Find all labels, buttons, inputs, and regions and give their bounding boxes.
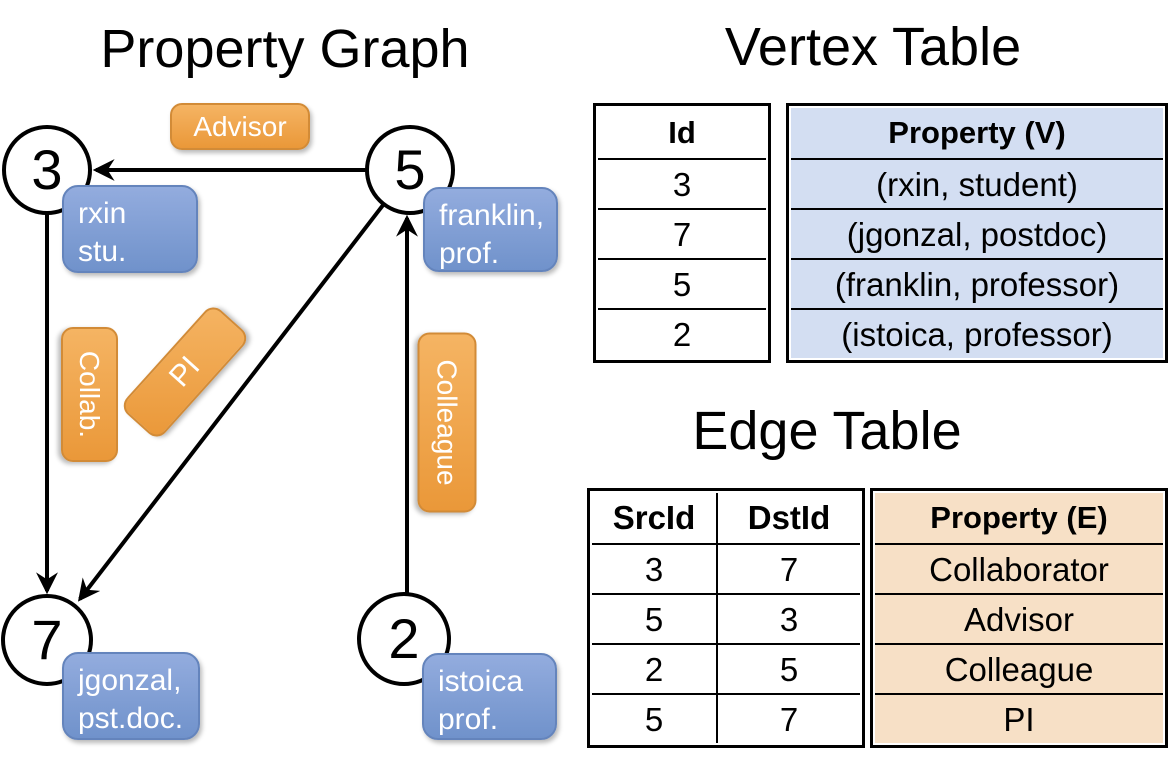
edge-table-property-cell: Collaborator xyxy=(875,543,1163,593)
edge-label-advisor: Advisor xyxy=(170,103,310,150)
vertex-table-id-cell: 7 xyxy=(598,208,766,258)
vertex-table-property-cell: (jgonzal, postdoc) xyxy=(791,208,1163,258)
vertex-table-id-cell: 3 xyxy=(598,158,766,208)
property-graph-title: Property Graph xyxy=(100,19,470,79)
vertex-table-property-cell: (franklin, professor) xyxy=(791,258,1163,308)
vertex-label-franklin: franklin, prof. xyxy=(423,187,558,272)
edge-table-dstid-cell: 3 xyxy=(716,595,860,643)
vertex-label-istoica-line1: istoica xyxy=(438,665,524,698)
vertex-label-rxin: rxin stu. xyxy=(62,185,198,273)
edge-table-row: 5 3 xyxy=(592,593,860,643)
edge-table-dstid-cell: 7 xyxy=(716,695,860,743)
vertex-table-id-cell: 2 xyxy=(598,308,766,358)
edge-table-property-cell: PI xyxy=(875,693,1163,743)
edge-table-header-srcid: SrcId xyxy=(612,499,696,536)
node-3-id: 3 xyxy=(31,138,63,201)
vertex-table-header-property: Property (V) xyxy=(791,108,1163,158)
vertex-label-jgonzal-line1: jgonzal, xyxy=(78,664,182,697)
vertex-label-franklin-line1: franklin, xyxy=(439,199,545,232)
vertex-table-property-cell: (rxin, student) xyxy=(791,158,1163,208)
edge-table-row: 5 7 xyxy=(592,693,860,743)
vertex-label-istoica: istoica prof. xyxy=(422,653,557,740)
edge-table-srcid-cell: 3 xyxy=(644,551,664,588)
edge-table-header-row: SrcId DstId xyxy=(592,493,860,543)
edge-table-srcid-cell: 5 xyxy=(644,601,664,638)
edge-table-property-cell: Advisor xyxy=(875,593,1163,643)
edge-table-dstid-cell: 7 xyxy=(716,545,860,593)
node-5-id: 5 xyxy=(394,138,426,201)
node-2-id: 2 xyxy=(388,607,420,670)
vertex-table-header-id: Id xyxy=(598,108,766,158)
edge-table-srcid-cell: 2 xyxy=(644,651,664,688)
vertex-label-jgonzal: jgonzal, pst.doc. xyxy=(62,652,200,740)
vertex-label-franklin-line2: prof. xyxy=(439,237,500,271)
edge-table-property-column: Property (E) Collaborator Advisor Collea… xyxy=(870,488,1168,748)
node-7-id: 7 xyxy=(31,608,63,671)
edge-table-property-cell: Colleague xyxy=(875,643,1163,693)
edge-table-header-dstid: DstId xyxy=(716,493,860,543)
edge-pi-5-to-7 xyxy=(77,168,412,602)
vertex-table-id-cell: 5 xyxy=(598,258,766,308)
vertex-table-id-column: Id 3 7 5 2 xyxy=(593,103,771,363)
vertex-label-rxin-line1: rxin xyxy=(78,197,127,230)
edge-table-header-property: Property (E) xyxy=(875,493,1163,543)
vertex-table-property-cell: (istoica, professor) xyxy=(791,308,1163,358)
vertex-label-rxin-line2: stu. xyxy=(78,235,127,269)
edge-table-id-columns: SrcId DstId 3 7 5 3 2 5 5 7 xyxy=(587,488,865,748)
vertex-table-title: Vertex Table xyxy=(724,17,1022,77)
vertex-label-istoica-line2: prof. xyxy=(438,703,499,737)
edge-table-row: 3 7 xyxy=(592,543,860,593)
edge-table-title: Edge Table xyxy=(692,401,962,461)
edge-label-colleague: Colleague xyxy=(417,332,477,513)
vertex-label-jgonzal-line2: pst.doc. xyxy=(78,702,184,736)
edge-label-collab: Collab. xyxy=(61,327,118,462)
edge-table-srcid-cell: 5 xyxy=(644,701,664,738)
vertex-table-property-column: Property (V) (rxin, student) (jgonzal, p… xyxy=(786,103,1168,363)
edge-table-row: 2 5 xyxy=(592,643,860,693)
edge-table-dstid-cell: 5 xyxy=(716,645,860,693)
